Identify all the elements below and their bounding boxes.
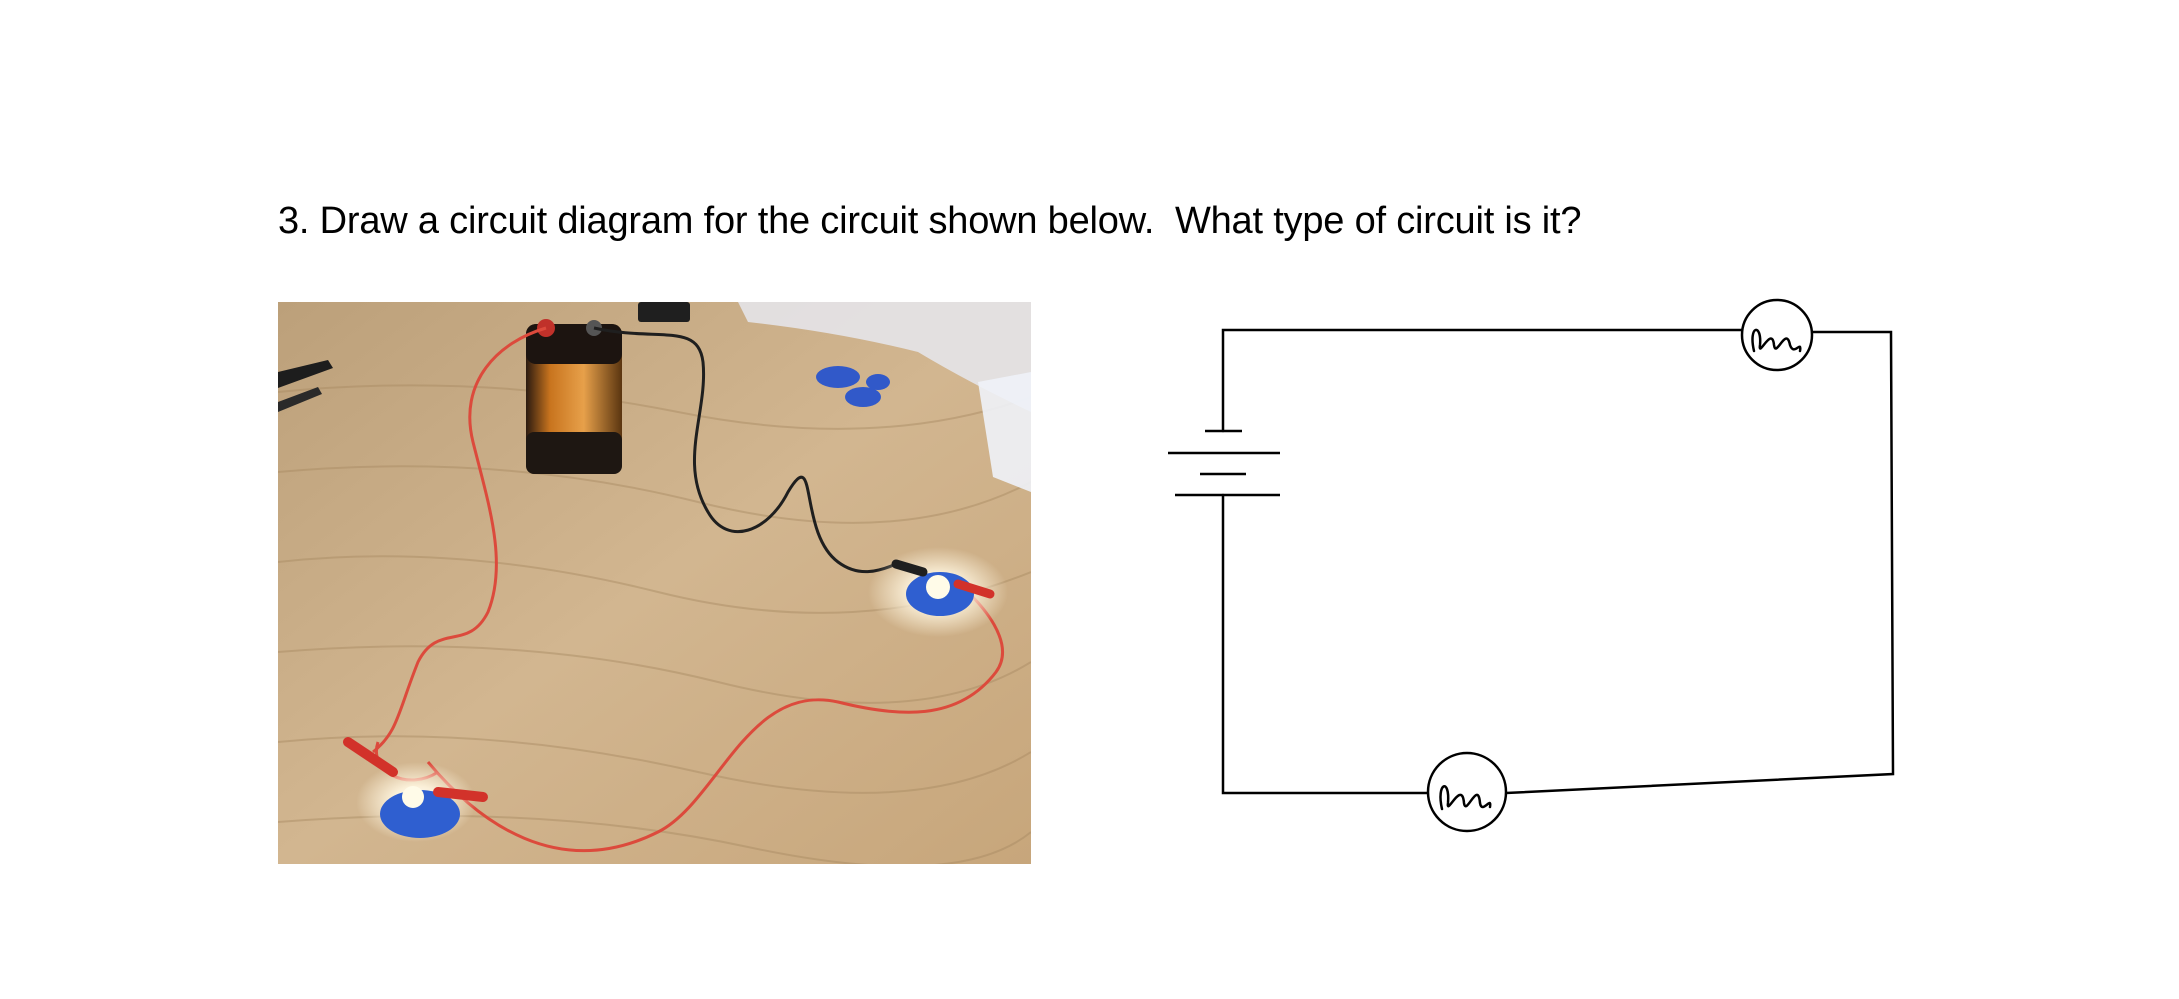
circuit-photo [278, 302, 1031, 864]
battery-9v [526, 319, 622, 474]
circuit-diagram [1150, 285, 1930, 845]
black-wire [593, 326, 897, 574]
circuit-photo-image [278, 302, 1031, 864]
circuit-diagram-drawing [1168, 298, 1895, 833]
bulb-symbol-top [1740, 298, 1814, 372]
question-text: 3. Draw a circuit diagram for the circui… [278, 200, 1582, 242]
wire-top [1221, 328, 1744, 433]
bulb-holder-left [380, 790, 460, 838]
bulb-symbol-bottom [1426, 751, 1508, 833]
plastic-bag [738, 302, 1031, 412]
blue-clips [816, 366, 890, 407]
wire-right-bottom [1504, 330, 1895, 795]
red-wire-1 [372, 326, 547, 754]
wire-left-bottom [1221, 493, 1430, 795]
battery-symbol [1168, 429, 1280, 497]
red-wire-2 [426, 590, 1004, 853]
